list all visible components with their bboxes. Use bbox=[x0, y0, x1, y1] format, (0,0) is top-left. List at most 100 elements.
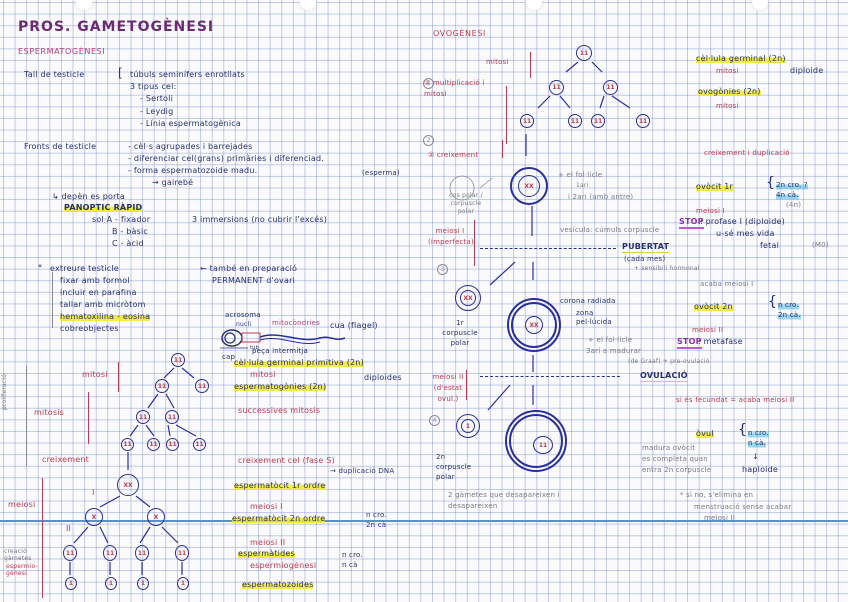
cell-icon: XX bbox=[117, 474, 139, 496]
ovum-note: es completa quan bbox=[642, 455, 708, 463]
cell-icon: 11 bbox=[193, 438, 206, 451]
completes-meiosis: acaba meiosi I bbox=[700, 280, 754, 288]
cell-icon: 11 bbox=[195, 379, 209, 393]
stop-label: STOP bbox=[679, 217, 704, 229]
mature-follicle-icon bbox=[507, 298, 561, 352]
cell-icon: 11 bbox=[121, 438, 134, 451]
left-label-meiosi: meiosi bbox=[8, 500, 36, 509]
follicle-note: i 2ari (amb antre) bbox=[568, 193, 634, 201]
tall-item: - Leydig bbox=[140, 107, 174, 116]
brace bbox=[502, 140, 503, 158]
oo-left-label: mitosi bbox=[486, 58, 509, 66]
cell-icon: 11 bbox=[166, 438, 179, 451]
cell-icon: 11 bbox=[135, 545, 149, 561]
cell-icon: 11 bbox=[549, 80, 564, 95]
stage-label: meiosi II bbox=[250, 538, 286, 547]
polar-body-label: cos polar / corpuscle polar bbox=[449, 192, 483, 215]
not-fertilized-note: meiosi II bbox=[704, 514, 736, 522]
ovum-bracket: n cro. bbox=[748, 428, 769, 438]
stage-label: espermatozoides bbox=[242, 580, 314, 590]
fronts-item: - cèl·s agrupades i barrejades bbox=[128, 142, 253, 151]
tall-testicle-label: Tall de testicle bbox=[24, 70, 85, 79]
stop-text: fetal bbox=[760, 241, 779, 250]
step-number-icon: 4 bbox=[429, 415, 440, 426]
stage-label: successives mitosis bbox=[238, 406, 321, 415]
oocyte1-bracket: (4n) bbox=[786, 201, 802, 209]
not-fertilized-note: * si no, s'elimina en bbox=[680, 491, 754, 499]
oo-left-label: ② creixement bbox=[428, 151, 479, 159]
tall-item: 3 tipus cel: bbox=[130, 82, 177, 91]
stage-label: mitosi bbox=[250, 370, 276, 379]
punch-hole bbox=[526, 0, 542, 10]
brace bbox=[118, 362, 119, 392]
depen-note: ↳ depèn es porta bbox=[52, 192, 125, 201]
cell-icon: 11 bbox=[568, 114, 582, 128]
procedure-item-highlighted: hematoxilina - eosina bbox=[60, 312, 151, 322]
margin-line bbox=[0, 520, 848, 522]
cell-icon: 1 bbox=[105, 577, 117, 590]
tall-item: - Sertoli bbox=[140, 94, 173, 103]
follicle-label: + el fol·licle bbox=[588, 336, 633, 344]
follicle-label: 3ari a madurar bbox=[586, 347, 642, 355]
cell-icon: 1 bbox=[137, 577, 149, 590]
polar-body-label: 2n corpuscle polar bbox=[436, 453, 472, 481]
cell-icon: X bbox=[85, 508, 103, 526]
meiosis1-label: meiosi I bbox=[696, 207, 725, 215]
stage-label: diploides bbox=[364, 373, 402, 382]
oo-left-label: ① multiplicació i mitosi bbox=[424, 79, 485, 98]
oocyte2-bracket: 2n cà. bbox=[778, 310, 801, 320]
brace bbox=[506, 86, 507, 144]
stop-text: : metafase bbox=[698, 337, 743, 346]
cell-icon: 1 bbox=[65, 577, 77, 590]
puberty-divider bbox=[480, 248, 616, 249]
cell-icon: 11 bbox=[591, 114, 605, 128]
puberty-label: PUBERTAT bbox=[622, 242, 670, 253]
bracket: { bbox=[768, 294, 778, 310]
stage-label: cèl·lula germinal primitiva (2n) bbox=[234, 358, 364, 368]
section-heading-oogenesis: OVOGÈNESI bbox=[433, 29, 486, 38]
oocyte-icon: XX bbox=[525, 316, 543, 334]
punch-hole bbox=[752, 0, 768, 10]
stage-label: espermatòcit 1r ordre bbox=[234, 481, 326, 491]
sperm-label: cap bbox=[222, 353, 236, 361]
stage-label: espermatogònies (2n) bbox=[234, 382, 327, 392]
cell-icon: 11 bbox=[636, 114, 650, 128]
tall-item: - Línia espermatogènica bbox=[140, 119, 242, 128]
fronts-item: - diferenciar cel(grans) primàries i dif… bbox=[128, 154, 325, 163]
ovum-nucleus-icon: 11 bbox=[533, 436, 553, 454]
cell-icon: 11 bbox=[603, 80, 618, 95]
immersions-note: 3 immersions (no cubrir l'excés) bbox=[192, 215, 328, 224]
brace bbox=[474, 220, 475, 266]
fronts-testicle-label: Fronts de testicle bbox=[24, 142, 97, 151]
polar-body-2-icon bbox=[456, 414, 480, 438]
solution-item: C - àcid bbox=[112, 239, 144, 248]
ovulation-label: OVULACIÓ bbox=[640, 371, 688, 382]
stop-text: : profase I (diploide) bbox=[700, 217, 785, 226]
growth-label: creixement i duplicació bbox=[704, 149, 790, 157]
follicle-note: + el fol·licle bbox=[558, 171, 603, 179]
left-label-mitosi: mitosi bbox=[82, 370, 108, 379]
fronts-item: - forma espermatozoide madu. bbox=[128, 166, 258, 175]
puberty-sub2: + sensibili hormonal bbox=[634, 265, 700, 272]
oocyte1-bracket: 2n cro. ? bbox=[776, 180, 808, 190]
stage-label: espermiogènesi bbox=[250, 561, 317, 570]
cell-icon: 1 bbox=[177, 577, 189, 590]
meiosis2-label: meiosi II bbox=[692, 326, 724, 334]
left-label-espermiogenesi: espermio-gènesi bbox=[6, 563, 38, 577]
stop-note: (M0) bbox=[812, 241, 829, 249]
polar-body-icon bbox=[455, 285, 481, 311]
sperm-label: mitocòndries bbox=[272, 319, 320, 327]
roman-numeral: I bbox=[92, 488, 95, 497]
punch-hole bbox=[76, 0, 92, 10]
panoptic-label: PANOPTIC RÀPID bbox=[64, 203, 143, 213]
tall-item: túbuls seminífers enrotllats bbox=[130, 70, 245, 79]
left-label-mitosis: mitosis bbox=[34, 408, 65, 417]
follicle-label: (de Graaf) + pre-ovulació bbox=[628, 358, 710, 365]
follicle-label: zona pel·lúcida bbox=[576, 309, 612, 326]
bracket: { bbox=[738, 422, 748, 438]
cell-icon: 11 bbox=[63, 545, 77, 561]
stage-label: espermatòcit 2n ordre bbox=[232, 514, 326, 524]
sperm-label: peça intermitja bbox=[252, 347, 309, 355]
